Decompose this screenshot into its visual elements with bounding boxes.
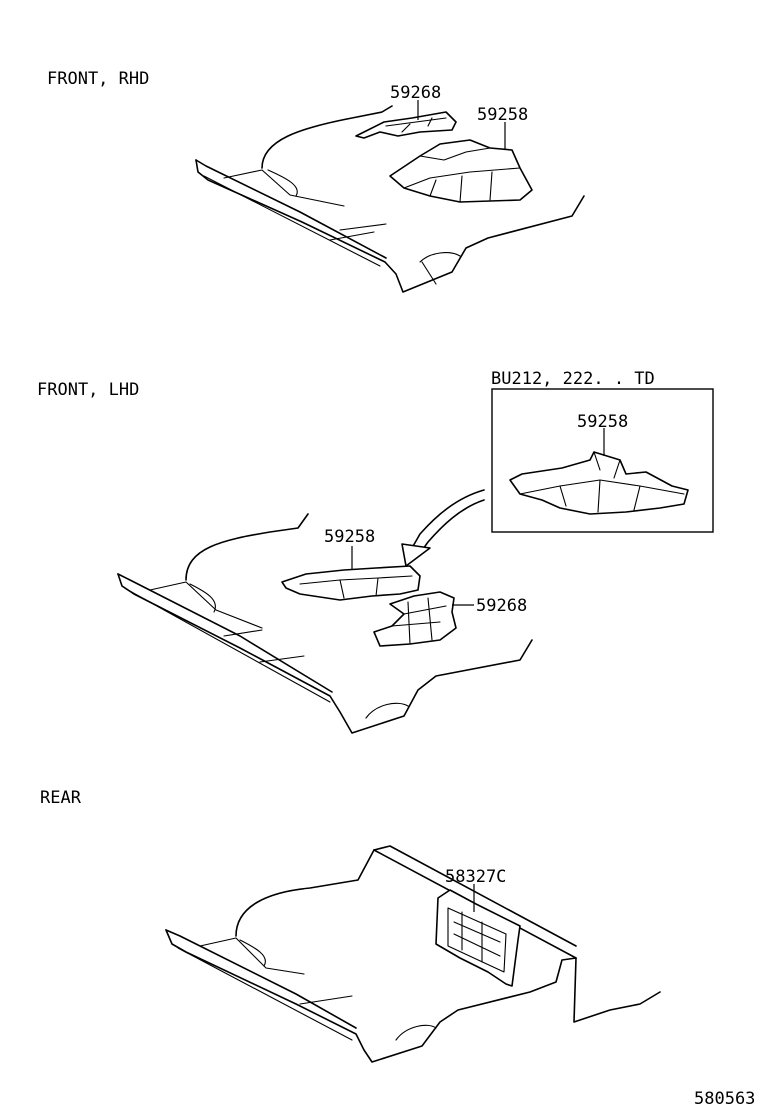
callout-59268-lhd: 59268 (476, 596, 527, 616)
part-59258-inset (509, 451, 689, 515)
part-59268-rhd (355, 111, 457, 139)
part-59258-rhd (389, 139, 533, 203)
rear-title: REAR (40, 788, 82, 808)
rear-section: REAR 58327C (40, 788, 661, 1063)
arrow-to-inset (401, 489, 485, 567)
front-lhd-floor-pan (117, 513, 533, 734)
inset-box: BU212, 222. . TD 59258 (491, 369, 714, 533)
part-58327c-rear (435, 889, 521, 987)
inset-title: BU212, 222. . TD (491, 369, 655, 389)
part-59268-lhd (373, 591, 457, 647)
rear-floor-pan (165, 845, 661, 1063)
diagram-number: 580563 (694, 1089, 755, 1109)
callout-59268-rhd: 59268 (390, 83, 441, 103)
front-rhd-floor-pan (195, 105, 585, 293)
callout-59258-inset: 59258 (577, 412, 628, 432)
callout-59258-lhd: 59258 (324, 527, 375, 547)
front-rhd-title: FRONT, RHD (47, 69, 149, 89)
front-lhd-section: FRONT, LHD 59258 59268 (37, 369, 714, 734)
front-lhd-title: FRONT, LHD (37, 380, 139, 400)
front-rhd-section: FRONT, RHD 59268 59258 (47, 69, 585, 293)
callout-59258-rhd: 59258 (477, 105, 528, 125)
part-59258-lhd (281, 565, 421, 601)
callout-58327c: 58327C (445, 867, 506, 887)
